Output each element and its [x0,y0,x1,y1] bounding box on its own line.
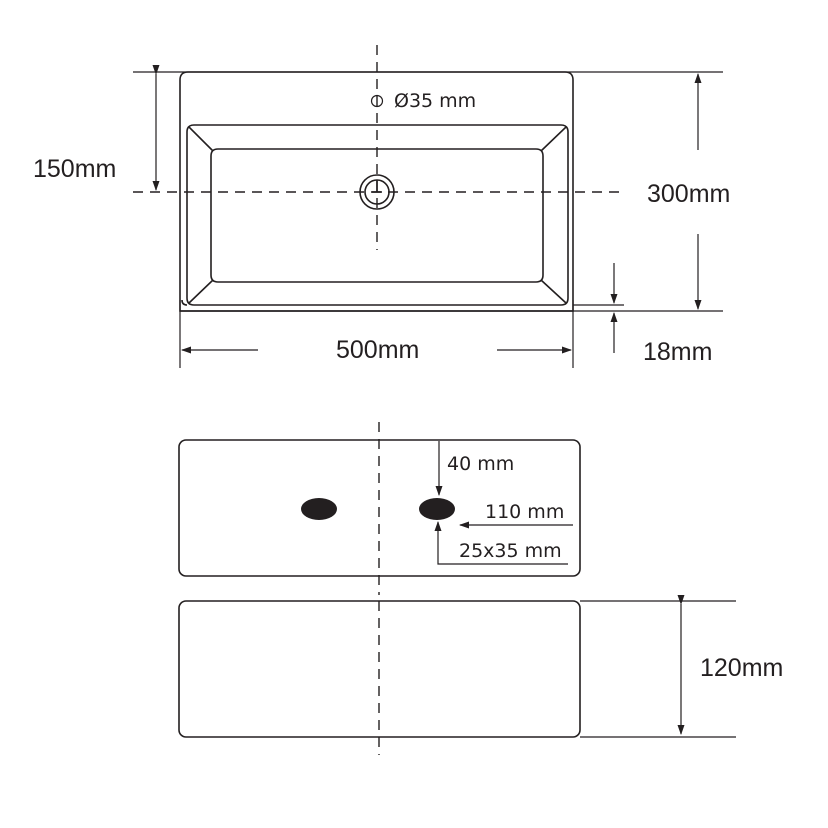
overflow-symbol-icon [370,94,384,108]
sink-outer-outline [179,71,574,312]
drain-diameter-label: Ø35 mm [394,90,476,112]
hole-size-label: 25x35 mm [459,540,562,562]
basin-floor-outline [210,148,544,283]
mounting-hole-right [419,498,455,520]
mounting-hole-left [301,498,337,520]
drain-icon [359,174,395,210]
bevel-diagonal-bl [188,279,214,304]
height-label: 120mm [700,654,783,682]
back-view: 40 mm 110 mm 25x35 mm [178,422,581,595]
bevel-diagonal-tr [540,126,567,152]
hole-top-offset-label: 40 mm [447,453,514,475]
rim-corner [181,299,188,306]
width-label: 500mm [336,336,419,364]
side-view-outline [178,600,581,738]
top-view: Ø35 mm 150mm 300mm 18mm 500mm [33,45,730,368]
hole-side-offset-label: 110 mm [485,501,564,523]
bevel-diagonal-br [540,279,567,304]
drain-depth-label: 150mm [33,155,116,183]
side-view: 120mm [178,595,783,755]
hole-size-leader [437,524,568,565]
depth-label: 300mm [647,180,730,208]
bevel-diagonal-tl [188,126,214,152]
rim-thickness-label: 18mm [643,338,712,366]
basin-bevel-outline [186,124,569,306]
back-view-outline [178,439,581,577]
